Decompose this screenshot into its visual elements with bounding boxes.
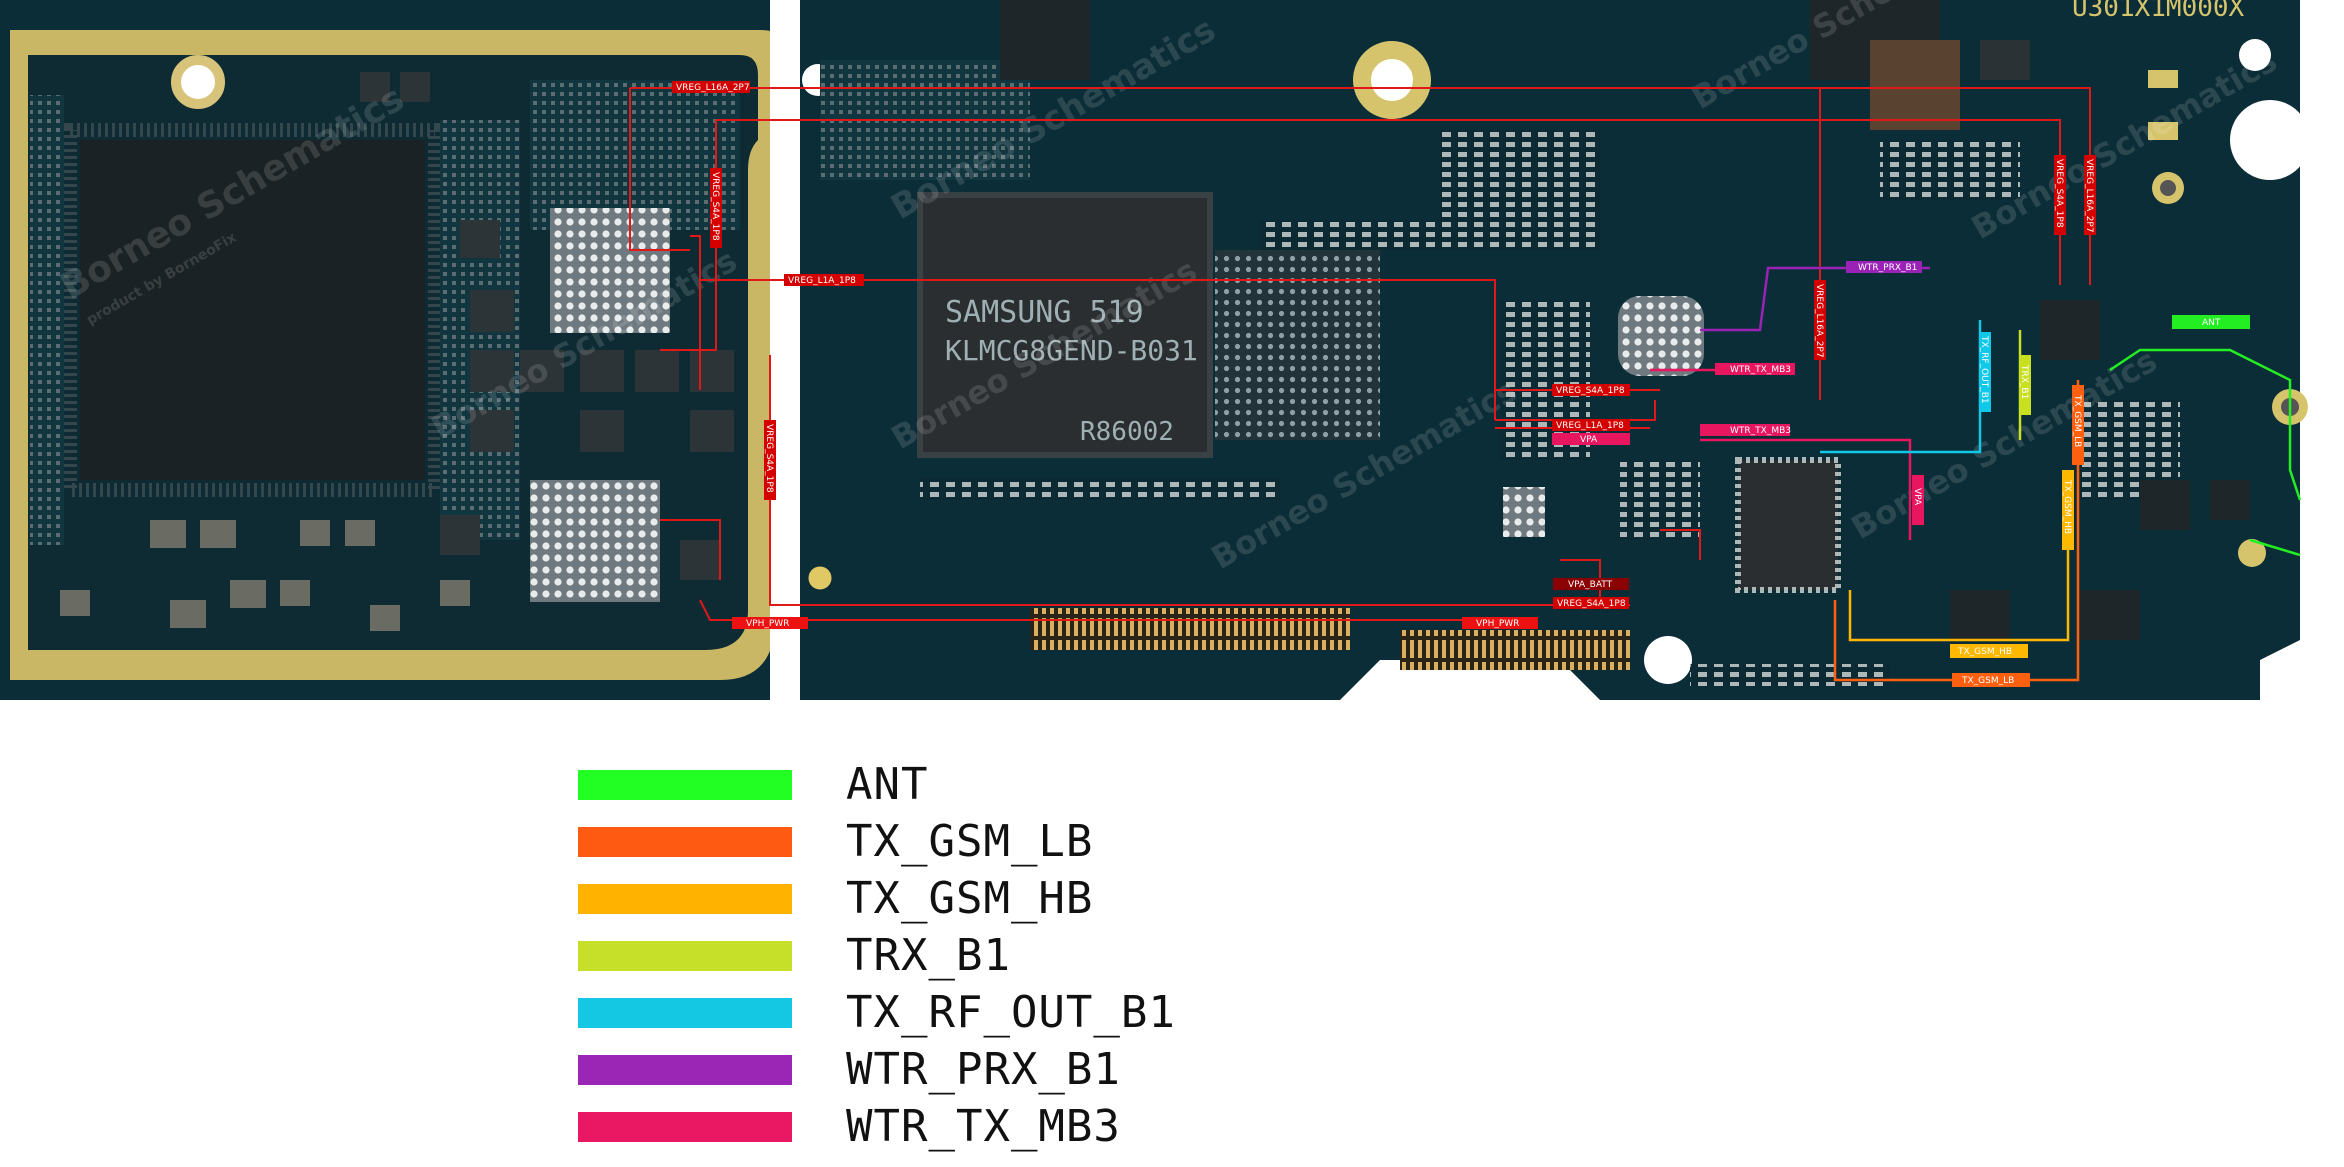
legend-swatch	[578, 941, 792, 971]
svg-text:KLMCG8GEND-B031: KLMCG8GEND-B031	[945, 334, 1198, 367]
svg-text:VREG_L16A_2P7: VREG_L16A_2P7	[1814, 284, 1824, 358]
svg-text:VREG_L16A_2P7: VREG_L16A_2P7	[2084, 159, 2094, 233]
net-tag: VREG_S4A_1P8	[2054, 155, 2066, 235]
svg-text:TX_GSM_LB: TX_GSM_LB	[2072, 394, 2082, 447]
svg-text:SAMSUNG 519: SAMSUNG 519	[945, 295, 1144, 330]
svg-text:VPA_BATT: VPA_BATT	[1568, 580, 1613, 590]
net-tag: VPA	[1912, 475, 1924, 525]
legend-label: TX_GSM_LB	[846, 816, 1094, 867]
svg-text:VPA: VPA	[1580, 435, 1598, 445]
svg-text:WTR_PRX_B1: WTR_PRX_B1	[1858, 263, 1917, 273]
net-tag: WTR_PRX_B1	[1846, 261, 1922, 273]
svg-text:ANT: ANT	[2202, 318, 2221, 328]
legend-label: TX_GSM_HB	[846, 873, 1094, 924]
net-tag: VREG_L1A_1P8	[784, 274, 864, 286]
svg-text:VREG_L1A_1P8: VREG_L1A_1P8	[1556, 421, 1624, 431]
net-tag: VREG_L16A_2P7	[2084, 155, 2096, 235]
legend-item: TRX_B1	[578, 926, 1298, 983]
net-tag: TX_GSM_LB	[2072, 385, 2084, 465]
svg-text:VREG_S4A_1P8: VREG_S4A_1P8	[2054, 159, 2064, 228]
net-tag: VPA_BATT	[1553, 578, 1629, 590]
svg-text:VREG_S4A_1P8: VREG_S4A_1P8	[1557, 599, 1626, 609]
svg-text:TRX_B1: TRX_B1	[2019, 364, 2029, 399]
legend-swatch	[578, 998, 792, 1028]
net-tag: TX_GSM_HB	[1950, 644, 2028, 658]
svg-text:TX_GSM_HB: TX_GSM_HB	[1957, 647, 2012, 657]
svg-text:VREG_L1A_1P8: VREG_L1A_1P8	[788, 276, 856, 286]
net-tags: VREG_L16A_2P7 VREG_S4A_1P8 VREG_L1A_1P8 …	[672, 81, 2250, 687]
legend: ANT TX_GSM_LB TX_GSM_HB TRX_B1 TX_RF_OUT…	[578, 755, 1298, 1154]
net-tag: VPH_PWR	[1462, 617, 1538, 629]
svg-text:WTR_TX_MB3: WTR_TX_MB3	[1730, 365, 1791, 375]
net-tag: TX_RF_OUT_B1	[1979, 332, 1991, 412]
legend-label: ANT	[846, 759, 929, 810]
net-tag: VREG_S4A_1P8	[1553, 597, 1629, 609]
legend-swatch	[578, 1112, 792, 1142]
legend-swatch	[578, 827, 792, 857]
svg-text:VPA: VPA	[1912, 488, 1922, 506]
svg-text:VREG_S4A_1P8: VREG_S4A_1P8	[710, 172, 720, 241]
legend-item: WTR_PRX_B1	[578, 1040, 1298, 1097]
svg-text:R86002: R86002	[1080, 417, 1174, 447]
legend-label: WTR_TX_MB3	[846, 1101, 1121, 1152]
legend-item: TX_GSM_HB	[578, 869, 1298, 926]
legend-item: ANT	[578, 755, 1298, 812]
svg-text:WTR_TX_MB3: WTR_TX_MB3	[1730, 426, 1791, 436]
legend-item: WTR_TX_MB3	[578, 1097, 1298, 1154]
net-tag: TRX_B1	[2019, 355, 2031, 415]
ant-trace	[2109, 348, 2302, 557]
pcb-board-diagram: SAMSUNG 519 KLMCG8GEND-B031 R86002 U301X…	[0, 0, 2308, 700]
svg-text:VREG_S4A_1P8: VREG_S4A_1P8	[1556, 386, 1625, 396]
net-tag: VREG_L1A_1P8	[1552, 419, 1630, 431]
svg-text:VPH_PWR: VPH_PWR	[1476, 619, 1519, 629]
net-tag: VPH_PWR	[732, 617, 808, 629]
svg-text:TX_RF_OUT_B1: TX_RF_OUT_B1	[1979, 335, 1989, 404]
net-tag: WTR_TX_MB3	[1715, 363, 1795, 375]
svg-text:VREG_S4A_1P8: VREG_S4A_1P8	[764, 424, 774, 493]
legend-item: TX_RF_OUT_B1	[578, 983, 1298, 1040]
net-tag: VREG_S4A_1P8	[1552, 384, 1630, 396]
emmc-chip: SAMSUNG 519 KLMCG8GEND-B031 R86002	[917, 192, 1213, 458]
legend-swatch	[578, 1055, 792, 1085]
svg-text:U301X1M000X: U301X1M000X	[2072, 0, 2245, 23]
net-tag: VREG_L16A_2P7	[672, 81, 750, 93]
legend-label: TX_RF_OUT_B1	[846, 987, 1176, 1038]
net-tag: TX_GSM_LB	[1952, 673, 2030, 687]
net-tag: VREG_S4A_1P8	[710, 168, 722, 248]
legend-label: WTR_PRX_B1	[846, 1044, 1121, 1095]
net-tag: VPA	[1552, 433, 1630, 445]
net-tag: VREG_S4A_1P8	[764, 420, 776, 500]
tx-gsm-hb-trace	[1848, 470, 2070, 642]
legend-item: TX_GSM_LB	[578, 812, 1298, 869]
net-tag: TX_GSM_HB	[2062, 470, 2074, 550]
svg-text:TX_GSM_HB: TX_GSM_HB	[2062, 479, 2072, 534]
net-tag: VREG_L16A_2P7	[1814, 280, 1826, 360]
wtr-tx-mb3-trace	[1650, 368, 1912, 540]
net-tag: ANT	[2172, 315, 2250, 329]
legend-swatch	[578, 884, 792, 914]
svg-text:TX_GSM_LB: TX_GSM_LB	[1961, 676, 2014, 686]
svg-text:VREG_L16A_2P7: VREG_L16A_2P7	[676, 83, 750, 93]
legend-swatch	[578, 770, 792, 800]
net-tag: WTR_TX_MB3	[1700, 424, 1791, 436]
legend-label: TRX_B1	[846, 930, 1011, 981]
svg-text:VPH_PWR: VPH_PWR	[746, 619, 789, 629]
